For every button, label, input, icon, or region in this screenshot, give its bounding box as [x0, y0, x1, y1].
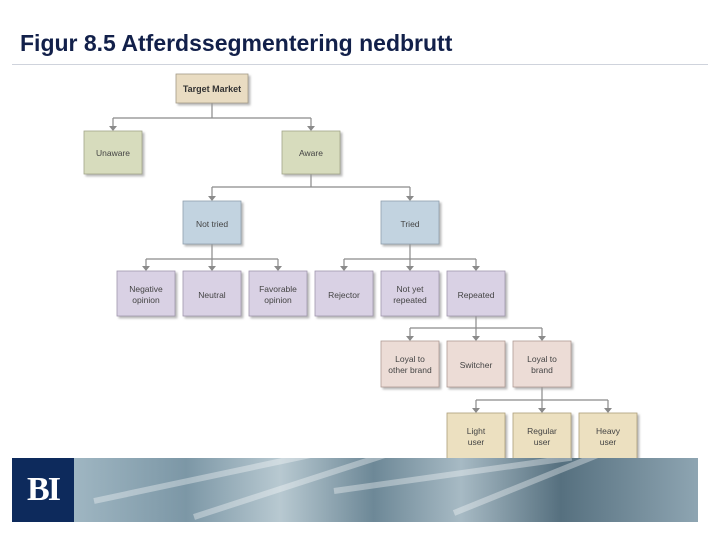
node-not-yet-repeated: Not yet repeated	[381, 271, 439, 316]
node-repeated: Repeated	[447, 271, 505, 316]
node-label-line2: repeated	[393, 295, 427, 305]
node-label-line2: opinion	[264, 295, 292, 305]
node-switcher: Switcher	[447, 341, 505, 387]
footer-band: BI	[0, 458, 720, 540]
node-label-line1: Favorable	[259, 284, 297, 294]
node-label-line2: brand	[531, 365, 553, 375]
node-label: Aware	[299, 148, 323, 158]
node-label: Rejector	[328, 290, 360, 300]
node-label: Neutral	[198, 290, 226, 300]
node-heavy-user: Heavy user	[579, 413, 637, 459]
node-label: Unaware	[96, 148, 130, 158]
node-label-line2: user	[600, 437, 617, 447]
node-neutral: Neutral	[183, 271, 241, 316]
node-negative-opinion: Negative opinion	[117, 271, 175, 316]
node-regular-user: Regular user	[513, 413, 571, 459]
footer-corner	[698, 458, 720, 522]
bi-logo: BI	[12, 458, 74, 522]
node-label: Target Market	[183, 84, 241, 94]
node-aware: Aware	[282, 131, 340, 174]
node-favorable-opinion: Favorable opinion	[249, 271, 307, 316]
node-label-line1: Regular	[527, 426, 557, 436]
node-label-line2: other brand	[388, 365, 432, 375]
node-label-line2: user	[534, 437, 551, 447]
node-label-line1: Loyal to	[395, 354, 425, 364]
node-label: Switcher	[460, 360, 493, 370]
node-label-line2: user	[468, 437, 485, 447]
node-not-tried: Not tried	[183, 201, 241, 244]
node-target-market: Target Market	[176, 74, 248, 103]
node-label-line1: Not yet	[397, 284, 425, 294]
node-light-user: Light user	[447, 413, 505, 459]
node-tried: Tried	[381, 201, 439, 244]
footer-photo	[74, 458, 698, 522]
node-label-line1: Negative	[129, 284, 163, 294]
node-rejector: Rejector	[315, 271, 373, 316]
node-label-line2: opinion	[132, 295, 160, 305]
node-label: Not tried	[196, 219, 228, 229]
node-label-line1: Loyal to	[527, 354, 557, 364]
node-label: Repeated	[458, 290, 495, 300]
node-unaware: Unaware	[84, 131, 142, 174]
node-loyal-brand: Loyal to brand	[513, 341, 571, 387]
node-label-line1: Heavy	[596, 426, 621, 436]
node-label: Tried	[400, 219, 419, 229]
node-label-line1: Light	[467, 426, 486, 436]
node-loyal-other-brand: Loyal to other brand	[381, 341, 439, 387]
